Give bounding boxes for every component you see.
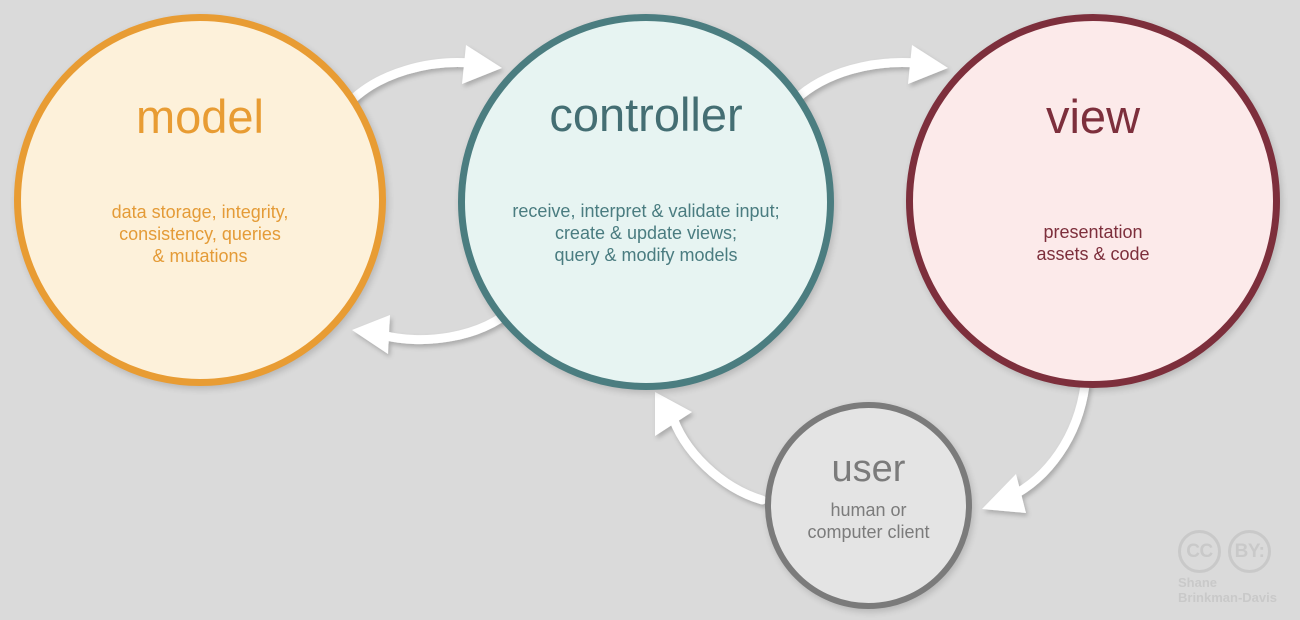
node-user-title: user (831, 448, 906, 490)
arrow-user-to-controller (655, 392, 767, 505)
node-view-subtitle: presentation assets & code (1036, 222, 1150, 264)
arrow-controller-to-view (790, 45, 948, 105)
arrow-controller-to-model (352, 301, 521, 354)
node-controller-title: controller (549, 88, 743, 141)
node-view[interactable]: view presentation assets & code (906, 14, 1280, 388)
node-model[interactable]: model data storage, integrity, consisten… (14, 14, 386, 386)
node-model-title: model (135, 90, 264, 143)
author-name-line1: Shane (1178, 575, 1218, 590)
arrow-model-to-controller (345, 45, 502, 107)
node-controller[interactable]: controller receive, interpret & validate… (458, 14, 834, 390)
node-model-subtitle: data storage, integrity, consistency, qu… (111, 202, 289, 266)
author-name-line2: Brinkman-Davis (1178, 589, 1277, 605)
creative-commons-badge: CC BY: Shane Brinkman-Davis (1178, 530, 1290, 605)
node-user-subtitle: human or computer client (807, 500, 930, 542)
node-view-title: view (1045, 90, 1141, 143)
creative-commons-icon: CC (1178, 530, 1221, 573)
node-user[interactable]: user human or computer client (765, 402, 972, 609)
attribution-icon: BY: (1228, 530, 1271, 573)
cc-marks: CC BY: (1178, 530, 1271, 573)
node-controller-subtitle: receive, interpret & validate input; cre… (512, 201, 780, 265)
arrow-view-to-user (982, 380, 1090, 513)
